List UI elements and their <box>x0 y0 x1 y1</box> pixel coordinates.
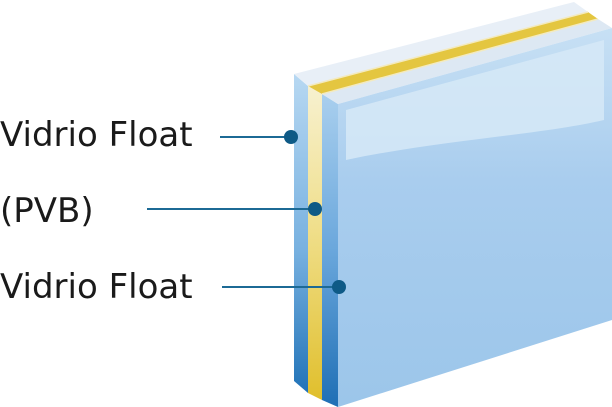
top-face-front-glass <box>322 19 612 104</box>
label-inner-glass: Vidrio Float <box>0 267 193 307</box>
pvb-layer <box>308 86 322 400</box>
top-face <box>294 2 612 104</box>
callout-inner-glass <box>222 280 346 294</box>
callout-pvb <box>147 202 322 216</box>
top-face-pvb <box>308 12 598 94</box>
front-face <box>338 28 612 407</box>
marker-dot-inner-glass <box>332 280 346 294</box>
label-pvb-interlayer: (PVB) <box>0 191 94 231</box>
marker-dot-outer-glass <box>284 130 298 144</box>
label-outer-glass: Vidrio Float <box>0 115 193 155</box>
front-glass-edge <box>322 94 338 407</box>
front-glass-layer <box>322 94 338 407</box>
top-face-back-glass <box>294 2 588 86</box>
marker-dot-pvb <box>308 202 322 216</box>
glass-highlight <box>346 40 604 160</box>
back-glass-edge <box>294 74 308 393</box>
pvb-edge <box>308 86 322 400</box>
back-glass-layer <box>294 74 308 393</box>
callout-outer-glass <box>220 130 298 144</box>
